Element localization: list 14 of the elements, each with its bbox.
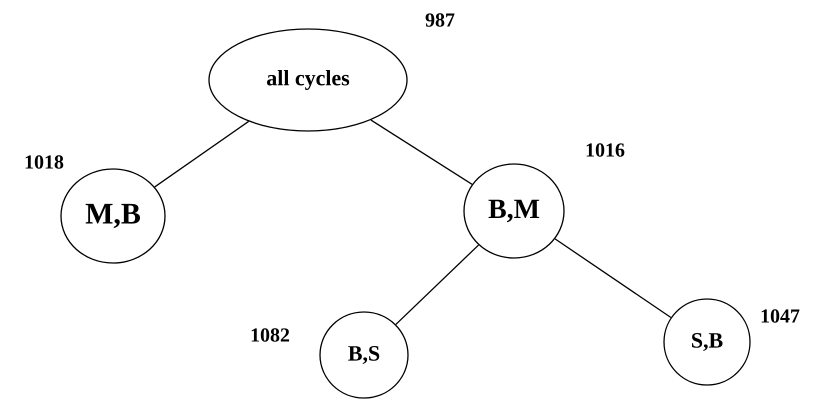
connector-line — [554, 238, 672, 318]
ellipse-node: S,B — [663, 298, 751, 386]
connector-line — [154, 120, 249, 188]
ellipse-node: B,M — [463, 163, 565, 259]
ellipse-node: all cycles — [208, 28, 408, 132]
node-number: 1082 — [252, 328, 290, 342]
node-number: 1016 — [586, 143, 624, 157]
connector-line — [395, 244, 479, 325]
ellipse-node: B,S — [319, 311, 409, 399]
connector-line — [370, 120, 472, 185]
node-number: 1047 — [762, 309, 800, 323]
node-number: 1018 — [26, 155, 64, 169]
node-number: 987 — [426, 13, 454, 27]
ellipse-node: M,B — [60, 168, 166, 264]
